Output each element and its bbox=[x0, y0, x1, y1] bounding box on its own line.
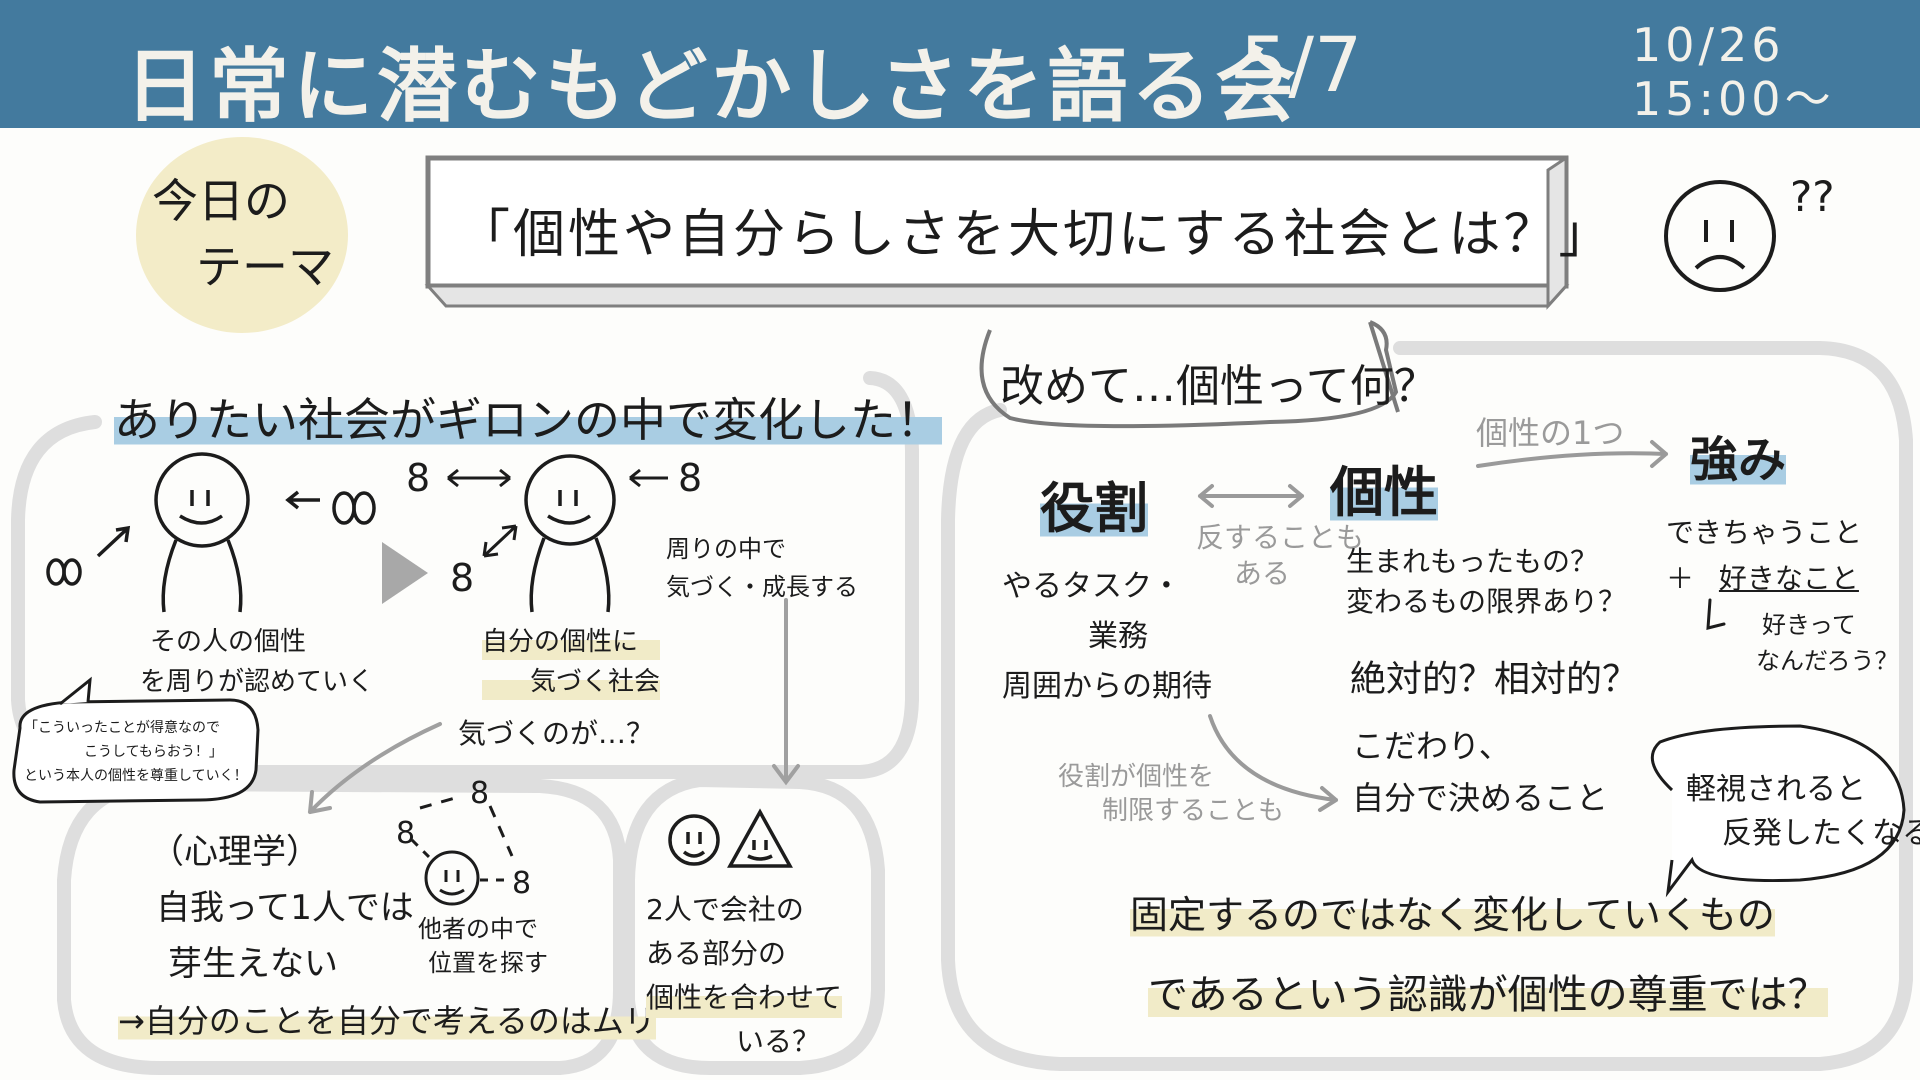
psych-conclusion: →自分のことを自分で考えるのはムリ bbox=[118, 996, 656, 1042]
others-line2: 位置を探す bbox=[428, 949, 548, 977]
role-limit-note: 役割が個性を 制限することも bbox=[1058, 760, 1284, 828]
psych-line2: 芽生えない bbox=[168, 944, 338, 984]
face-question-marks: ?? bbox=[1790, 172, 1835, 221]
role-label: 役割 bbox=[1040, 464, 1148, 543]
role-items: やるタスク・ 業務 周囲からの期待 bbox=[1002, 562, 1212, 712]
psych-frame bbox=[57, 776, 627, 1075]
eight-symbol-2: 8 bbox=[678, 456, 703, 500]
conclusion-line1: 固定するのではなく変化していくもの bbox=[1130, 884, 1775, 939]
person-figure-mid bbox=[524, 454, 616, 613]
page-title: 日常に潜むもどかしさを語る会 bbox=[125, 40, 1300, 133]
kosei-question-3: こだわり、 自分で決めること bbox=[1352, 720, 1608, 824]
role-limit-line1: 役割が個性を bbox=[1058, 762, 1215, 792]
strength-item3: 好きって bbox=[1762, 611, 1856, 639]
role-item3: 周囲からの期待 bbox=[1002, 669, 1212, 704]
mid-caption-line2: 気づく社会 bbox=[482, 662, 661, 702]
left-caption: その人の個性 を周りが認めていく bbox=[140, 622, 374, 702]
left-caption-line1: その人の個性 bbox=[150, 627, 307, 657]
note-line2: こうしてもらおう！」 bbox=[84, 744, 223, 760]
right-frame bbox=[941, 341, 1913, 1071]
role-item1: やるタスク・ bbox=[1002, 569, 1182, 604]
eight-symbol-3: 8 bbox=[450, 556, 475, 600]
company-faces-icon bbox=[668, 808, 793, 868]
kosei-label: 個性 bbox=[1330, 448, 1438, 527]
company-line2: ある部分の bbox=[646, 937, 787, 970]
right-caption-line2: 気づく・成長する bbox=[666, 573, 858, 601]
kizuku-question: 気づくのが…？ bbox=[458, 717, 655, 750]
flow-arrows-gray bbox=[58, 598, 800, 814]
reaction-bubble bbox=[1650, 724, 1906, 898]
kosei-arrow-label: 個性の1つ bbox=[1476, 414, 1625, 452]
mid-caption: 自分の個性に 気づく社会 bbox=[482, 622, 661, 702]
role-contrary-note: 反することも ある bbox=[1196, 520, 1364, 592]
company-line1: 2人で会社の bbox=[646, 893, 804, 926]
left-caption-line2: を周りが認めていく bbox=[140, 667, 375, 697]
role-item2: 業務 bbox=[1088, 619, 1148, 654]
company-frame bbox=[621, 772, 885, 1075]
theme-badge-line2: テーマ bbox=[196, 240, 334, 294]
eight-symbol-1: 8 bbox=[406, 456, 431, 500]
theme-badge-text: 今日の テーマ bbox=[152, 168, 334, 300]
concept-arrows bbox=[1198, 440, 1726, 812]
others-eight-1: 8 bbox=[470, 776, 490, 811]
theme-question-box bbox=[424, 155, 1570, 310]
strength-item1: できちゃうこと bbox=[1666, 516, 1863, 549]
strength-item2: ＋ 好きなこと bbox=[1666, 556, 1899, 602]
worried-face-icon bbox=[1664, 180, 1776, 292]
others-eight-3: 8 bbox=[512, 866, 532, 901]
event-time: 15:00～ bbox=[1632, 72, 1835, 126]
role-note-line2: ある bbox=[1234, 557, 1291, 590]
reaction-line1: 軽視されると bbox=[1686, 772, 1866, 807]
reaction-bubble-text: 軽視されると 反発したくなる bbox=[1686, 768, 1920, 856]
question-bubble bbox=[979, 320, 1399, 429]
company-caption: 2人で会社の ある部分の 個性を合わせて いる？ bbox=[646, 888, 843, 1064]
others-eight-2: 8 bbox=[396, 816, 416, 851]
eyes-icon-left bbox=[46, 525, 131, 586]
right-caption: 周りの中で 気づく・成長する bbox=[666, 530, 858, 606]
others-caption: 他者の中で 位置を探す bbox=[418, 912, 548, 980]
kosei-q1-line1: 生まれもったもの？ bbox=[1346, 545, 1599, 578]
reaction-line2: 反発したくなる bbox=[1722, 816, 1920, 851]
mid-caption-line1: 自分の個性に bbox=[482, 622, 661, 662]
note-line3: という本人の個性を尊重していく！ bbox=[24, 768, 248, 784]
strength-items: できちゃうこと ＋ 好きなこと 好きって なんだろう？ bbox=[1666, 510, 1899, 684]
eyes-icon-right bbox=[285, 490, 376, 525]
kosei-q3-line1: こだわり、 bbox=[1352, 727, 1511, 765]
note-bubble-text: 「こういったことが得意なので こうしてもらおう！」 という本人の個性を尊重してい… bbox=[24, 716, 248, 788]
header-banner: 日常に潜むもどかしさを語る会 5/7 10/26 15:00～ bbox=[0, 0, 1920, 133]
kosei-question-1: 生まれもったもの？ 変わるもの限界あり？ bbox=[1346, 542, 1626, 622]
strength-item4: なんだろう？ bbox=[1756, 647, 1899, 675]
note-bubble bbox=[12, 698, 260, 804]
kosei-q1-line2: 変わるもの限界あり？ bbox=[1346, 585, 1627, 618]
self-among-others-diagram bbox=[410, 794, 514, 906]
role-limit-line2: 制限することも bbox=[1102, 796, 1285, 826]
others-line1: 他者の中で bbox=[418, 915, 538, 943]
note-line1: 「こういったことが得意なので bbox=[24, 720, 220, 736]
strength-item2-text: 好きなこと bbox=[1718, 562, 1859, 595]
right-caption-line1: 周りの中で bbox=[666, 535, 786, 563]
question-bubble-text: 改めて…個性って何？ bbox=[1000, 361, 1438, 412]
conclusion-line2: であるという認識が個性の尊重では？ bbox=[1148, 962, 1828, 1020]
strength-plus: ＋ bbox=[1666, 562, 1695, 595]
psych-label: （心理学） bbox=[150, 832, 320, 872]
others-arrows bbox=[447, 468, 668, 558]
left-heading: ありたい社会がギロンの中で変化した！ bbox=[114, 384, 942, 450]
kosei-q3-line2: 自分で決めること bbox=[1352, 779, 1609, 817]
company-line4: いる？ bbox=[736, 1025, 821, 1058]
kosei-question-2: 絶対的？相対的？ bbox=[1350, 659, 1639, 700]
person-figure-left bbox=[154, 452, 250, 613]
play-arrow-icon bbox=[382, 542, 428, 604]
event-datetime: 10/26 15:00～ bbox=[1632, 18, 1835, 126]
psych-block: （心理学） 自我って1人では 芽生えない bbox=[150, 824, 414, 992]
psych-line1: 自我って1人では bbox=[156, 888, 414, 928]
event-date: 10/26 bbox=[1632, 18, 1785, 72]
issue-number: 5/7 bbox=[1240, 20, 1363, 109]
theme-question: 「個性や自分らしさを大切にする社会とは？」 bbox=[458, 205, 1614, 265]
strength-label: 強み bbox=[1690, 420, 1787, 490]
theme-badge-line1: 今日の bbox=[152, 174, 290, 228]
company-line3: 個性を合わせて bbox=[646, 976, 843, 1020]
theme-badge bbox=[136, 137, 348, 333]
